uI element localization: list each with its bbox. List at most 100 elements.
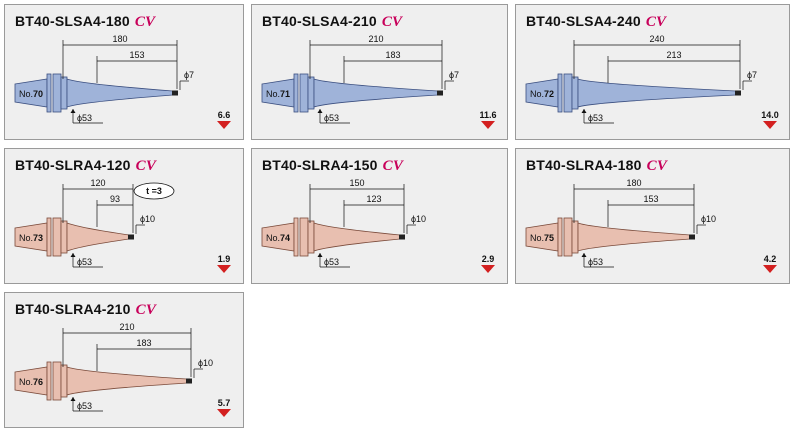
base-diameter: ϕ53 xyxy=(588,113,603,123)
extension-length: 183 xyxy=(385,50,400,60)
base-diameter: ϕ53 xyxy=(77,401,92,411)
tip-diameter: ϕ10 xyxy=(198,358,213,368)
flange-body xyxy=(563,217,573,257)
model-name: BT40-SLSA4-240 xyxy=(526,13,641,29)
no-label: No. xyxy=(266,233,280,243)
total-length: 180 xyxy=(112,34,127,44)
extension-length: 183 xyxy=(136,338,151,348)
flange-ring xyxy=(293,73,299,113)
base-diameter: ϕ53 xyxy=(77,113,92,123)
tip-diameter: ϕ7 xyxy=(747,70,757,80)
extension-taper xyxy=(66,222,130,252)
tip-collet xyxy=(399,234,405,240)
flange-ring xyxy=(46,361,52,401)
model-name: BT40-SLSA4-180 xyxy=(15,13,130,29)
down-arrow-icon xyxy=(763,121,777,129)
flange-body xyxy=(299,217,309,257)
flange-ring xyxy=(557,217,563,257)
no-label: No. xyxy=(266,89,280,99)
tip-diameter: ϕ7 xyxy=(449,70,459,80)
weight-value: 2.9 xyxy=(481,254,495,264)
down-arrow-icon xyxy=(481,121,495,129)
flange-body xyxy=(563,73,573,113)
no-label: No. xyxy=(19,377,33,387)
tool-body xyxy=(14,73,178,113)
extension-taper xyxy=(577,78,737,108)
total-length: 120 xyxy=(90,178,105,188)
flange-body xyxy=(52,361,62,401)
flange-body xyxy=(52,73,62,113)
tool-body xyxy=(525,217,695,257)
cv-badge: CV xyxy=(381,14,403,30)
weight-value: 4.2 xyxy=(763,254,777,264)
tool-body xyxy=(261,73,443,113)
total-length: 180 xyxy=(626,178,641,188)
tool-body xyxy=(525,73,741,113)
extension-taper xyxy=(577,222,691,252)
cv-badge: CV xyxy=(646,158,668,174)
no-value: 76 xyxy=(33,377,43,387)
weight-indicator: 6.6 xyxy=(213,110,235,129)
cv-badge: CV xyxy=(135,302,157,318)
no-label: No. xyxy=(530,233,544,243)
collar xyxy=(60,76,68,110)
total-length: 240 xyxy=(649,34,664,44)
flange-body xyxy=(52,217,62,257)
base-diameter: ϕ53 xyxy=(324,113,339,123)
down-arrow-icon xyxy=(481,265,495,273)
model-name: BT40-SLRA4-210 xyxy=(15,301,131,317)
tip-diameter: ϕ10 xyxy=(140,214,155,224)
extension-taper xyxy=(313,78,439,108)
cv-badge: CV xyxy=(135,158,157,174)
no-label: No. xyxy=(19,233,33,243)
extension-length: 213 xyxy=(666,50,681,60)
no-value: 73 xyxy=(33,233,43,243)
weight-value: 1.9 xyxy=(217,254,231,264)
model-name: BT40-SLRA4-180 xyxy=(526,157,642,173)
weight-indicator: 2.9 xyxy=(477,254,499,273)
base-dia-arrow xyxy=(581,109,587,113)
base-dia-arrow xyxy=(70,397,76,401)
flange-ring xyxy=(293,217,299,257)
no-value: 72 xyxy=(544,89,554,99)
extension-length: 123 xyxy=(366,194,381,204)
tool-body xyxy=(14,217,134,257)
flange-ring xyxy=(46,73,52,113)
no-value: 75 xyxy=(544,233,554,243)
tool-body xyxy=(14,361,192,401)
weight-value: 5.7 xyxy=(217,398,231,408)
weight-indicator: 11.6 xyxy=(477,110,499,129)
base-diameter: ϕ53 xyxy=(588,257,603,267)
weight-indicator: 14.0 xyxy=(759,110,781,129)
weight-value: 11.6 xyxy=(479,110,497,120)
extension-length: 93 xyxy=(110,194,120,204)
model-name: BT40-SLSA4-210 xyxy=(262,13,377,29)
tip-diameter: ϕ10 xyxy=(701,214,716,224)
no-value: 71 xyxy=(280,89,290,99)
tip-collet xyxy=(689,234,695,240)
base-dia-arrow xyxy=(70,109,76,113)
tip-diameter: ϕ7 xyxy=(184,70,194,80)
no-value: 74 xyxy=(280,233,290,243)
down-arrow-icon xyxy=(217,409,231,417)
flange-body xyxy=(299,73,309,113)
base-diameter: ϕ53 xyxy=(77,257,92,267)
base-dia-arrow xyxy=(317,253,323,257)
cv-badge: CV xyxy=(382,158,404,174)
tip-collet xyxy=(186,378,192,384)
tip-collet xyxy=(735,90,741,96)
base-dia-arrow xyxy=(581,253,587,257)
